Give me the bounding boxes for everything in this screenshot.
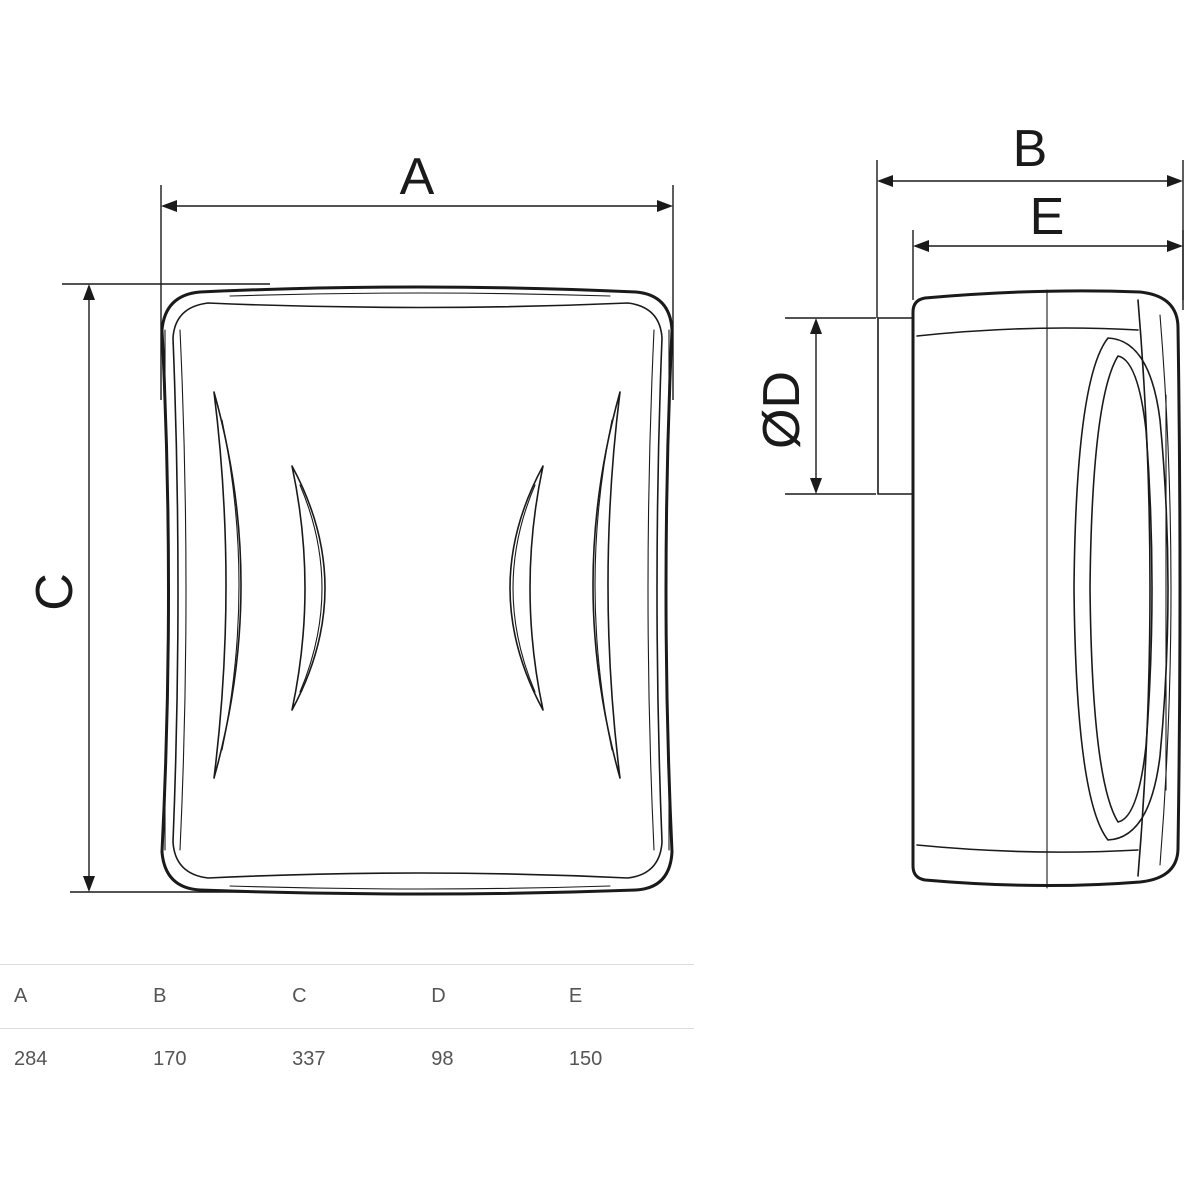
front-housing-outline [160,285,674,896]
value-a: 284 [14,1048,48,1071]
dimension-a: A [160,148,674,400]
louver-inner-left [291,465,326,711]
louver-inner-left-inner [299,484,323,693]
front-panel-outline [172,302,663,879]
side-panel-profile [1137,299,1151,877]
header-d: D [431,985,446,1007]
value-e: 150 [568,1048,603,1071]
dimension-e-label: E [1030,188,1065,246]
louver-inner-right-inner [512,484,536,693]
dimension-b-label: B [1013,120,1048,178]
louver-outer-left-inner [221,419,240,751]
value-d: 98 [431,1048,454,1071]
side-inner-bottom [916,844,1139,853]
header-a: A [14,985,28,1007]
front-top-edge [229,292,611,297]
side-inner-top [916,327,1139,337]
side-body-outline [911,289,1182,888]
dimensions-table: A B C D E 284 170 337 98 150 [0,964,694,1091]
louver-inner-right [509,465,544,711]
dimension-c: C [26,283,270,893]
dimensions-header-row: A B C D E [0,964,694,1029]
header-b: B [153,985,167,1007]
header-e: E [568,985,583,1007]
louver-outer-left [213,391,242,779]
front-left-seam [179,329,187,851]
louver-outer-right-inner [594,419,613,751]
side-grille-outer [1073,337,1169,841]
louver-outer-right [592,391,621,779]
dimension-c-label: C [26,573,84,611]
front-view [160,285,674,896]
value-c: 337 [292,1048,326,1071]
dimension-b: B [876,120,1184,318]
dimension-d-label: ØD [753,371,811,449]
side-grille-inner [1089,355,1153,823]
dimension-e: E [912,188,1184,300]
dimension-a-label: A [400,148,435,206]
front-right-seam [647,329,655,851]
side-spigot [877,317,914,495]
dimension-d: ØD [753,317,876,495]
technical-drawing: A C B [26,120,1184,896]
side-panel-profile-outer [1159,314,1172,866]
front-bottom-edge [229,885,611,890]
side-view [877,289,1182,889]
dimensions-value-row: 284 170 337 98 150 [0,1029,694,1091]
value-b: 170 [153,1048,187,1071]
header-c: C [292,985,307,1007]
